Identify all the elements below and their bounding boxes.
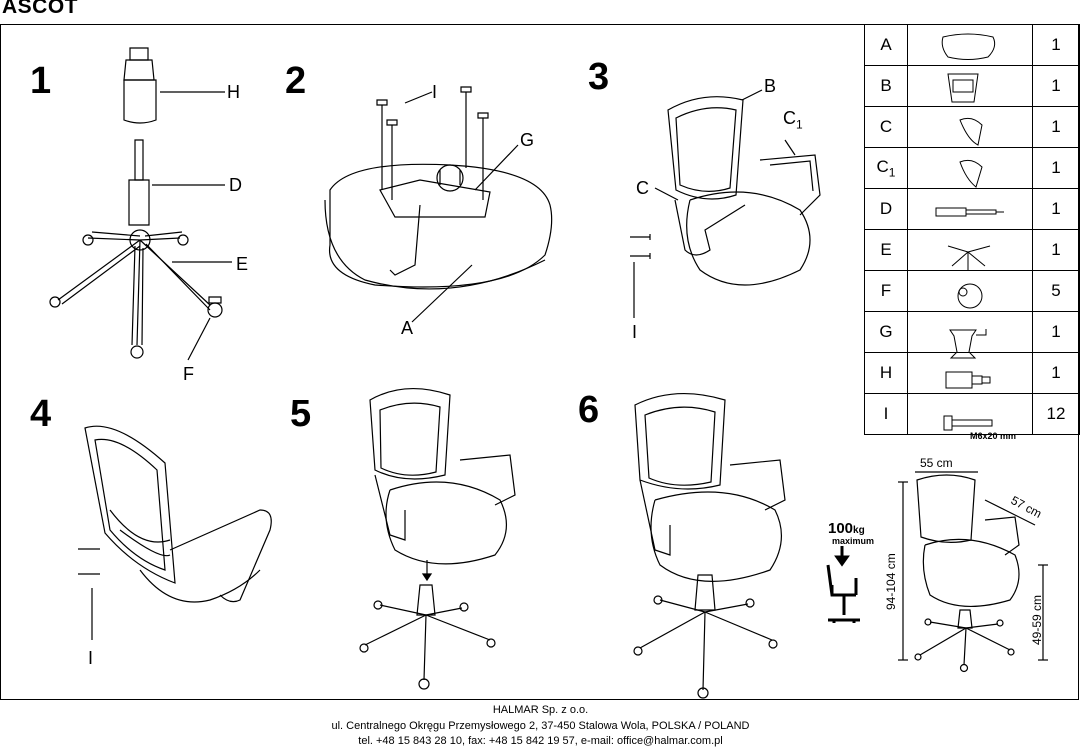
armrest-icon (907, 147, 1033, 189)
part-quantity: 5 (1032, 270, 1080, 312)
part-letter: H (864, 352, 908, 394)
part-letter-text: A (880, 35, 892, 54)
part-quantity: 1 (1032, 147, 1080, 189)
step-number-1: 1 (30, 60, 52, 102)
part-letter: I (864, 393, 908, 435)
part-letter-text: H (879, 363, 893, 382)
dimension-height: 94-104 cm (884, 553, 898, 610)
dimension-width: 55 cm (920, 456, 953, 470)
part-letter-text: F (880, 281, 892, 300)
part-letter-text: C (876, 156, 889, 176)
label-step3-b: B (764, 76, 777, 96)
step-number-4: 4 (30, 393, 52, 435)
label-part-f: F (183, 364, 194, 384)
screw-size-note: M6x20 mm (970, 431, 1017, 441)
part-letter: G (864, 311, 908, 353)
label-step4-i: I (88, 648, 94, 668)
label-step2-a: A (401, 318, 414, 338)
label-part-d: D (229, 175, 242, 195)
document-title: ASCOT (2, 0, 78, 18)
part-quantity: 1 (1032, 65, 1080, 107)
screw-icon (907, 393, 1033, 435)
label-step3-i: I (632, 322, 638, 342)
backrest-icon (907, 65, 1033, 107)
step-number-3: 3 (588, 56, 610, 98)
footer-address: ul. Centralnego Okręgu Przemysłowego 2, … (331, 720, 750, 732)
mechanism-icon (907, 311, 1033, 353)
base-icon (907, 229, 1033, 271)
part-letter: E (864, 229, 908, 271)
footer-company: HALMAR Sp. z o.o. (492, 704, 589, 716)
step-number-5: 5 (290, 393, 312, 435)
part-letter-text: I (883, 404, 889, 423)
label-step3-c: C (636, 178, 649, 198)
footer-contact: tel. +48 15 843 28 10, fax: +48 15 842 1… (358, 735, 723, 747)
part-quantity: 1 (1032, 188, 1080, 230)
part-quantity: 12 (1032, 393, 1080, 435)
label-part-h: H (227, 82, 240, 102)
armrest-icon (907, 106, 1033, 148)
parts-table-row: I 12 (864, 393, 1080, 435)
part-letter-text: G (879, 322, 893, 341)
part-letter: C1 (864, 147, 908, 189)
part-letter-text: C (879, 117, 893, 136)
dimension-seat-height: 49-59 cm (1030, 594, 1044, 645)
caster-icon (907, 270, 1033, 312)
part-quantity: 1 (1032, 106, 1080, 148)
part-letter-subscript: 1 (888, 165, 896, 180)
part-letter-text: D (879, 199, 893, 218)
part-letter: F (864, 270, 908, 312)
part-letter-text: E (880, 240, 892, 259)
part-quantity: 1 (1032, 24, 1080, 66)
part-letter: A (864, 24, 908, 66)
part-letter-text: B (880, 76, 892, 95)
part-quantity: 1 (1032, 229, 1080, 271)
part-letter: C (864, 106, 908, 148)
label-step2-g: G (520, 130, 535, 150)
max-load-note: maximum (832, 536, 875, 546)
step-number-6: 6 (578, 389, 600, 431)
max-load-value: 100kg (828, 520, 865, 537)
label-step2-i: I (432, 82, 438, 102)
part-letter: D (864, 188, 908, 230)
lift-cover-icon (907, 352, 1033, 394)
seat-icon (907, 24, 1033, 66)
part-quantity: 1 (1032, 311, 1080, 353)
part-quantity: 1 (1032, 352, 1080, 394)
gas-lift-icon (907, 188, 1033, 230)
label-part-e: E (236, 254, 249, 274)
step-number-2: 2 (285, 60, 307, 102)
part-letter: B (864, 65, 908, 107)
label-step3-c1: C1 (783, 108, 803, 132)
